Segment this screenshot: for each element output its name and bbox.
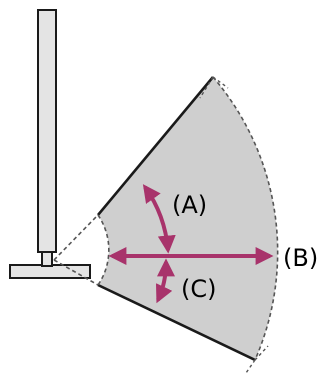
outer-arc [212,76,279,361]
tv-panel [37,9,57,253]
label-a: (A) [172,191,207,219]
arrow-c [155,258,175,304]
viewing-sector [98,77,278,360]
upper-end-tick-2 [199,76,214,99]
upper-boundary-line [97,76,214,216]
tv-stand-neck [41,251,53,267]
lower-boundary-line [97,283,256,362]
lower-end-tick-2 [245,359,256,374]
dashed-extension-lower [53,259,99,286]
arrow-a [142,184,176,254]
dashed-extension-upper [53,214,99,261]
label-c: (C) [181,275,216,303]
label-b: (B) [283,244,318,272]
